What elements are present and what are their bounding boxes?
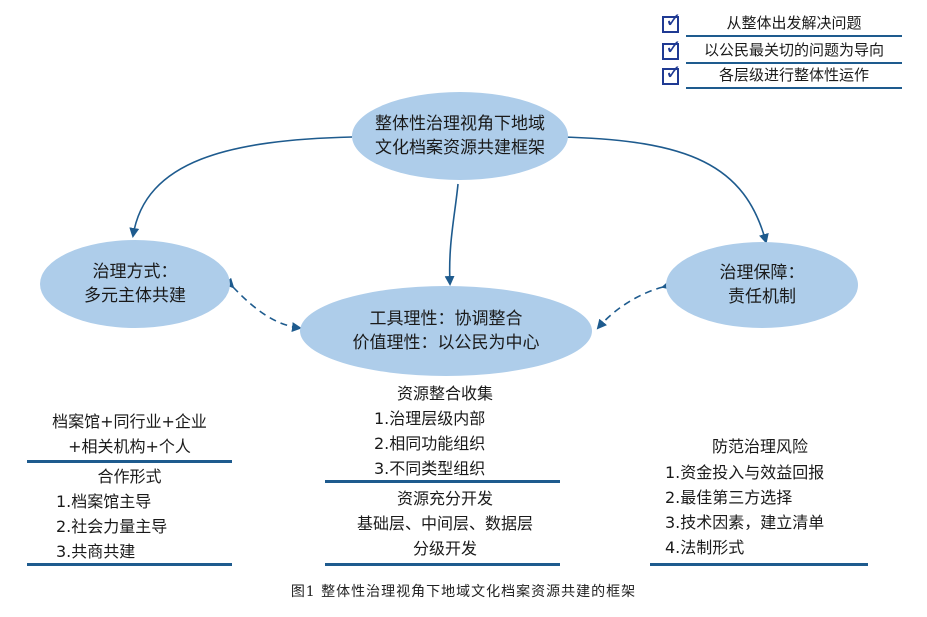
- resource-development: 资源充分开发 基础层、中间层、数据层 分级开发: [325, 486, 565, 561]
- legend-underline: [686, 35, 902, 37]
- checkbox-icon: ✓: [662, 62, 682, 85]
- divider: [27, 563, 232, 566]
- resource-development-title: 资源充分开发: [396, 489, 493, 508]
- divider: [27, 460, 232, 463]
- left-node: 治理方式： 多元主体共建: [40, 240, 230, 328]
- left-node-line1: 治理方式：: [92, 262, 178, 282]
- participants: 档案馆+同行业+企业 +相关机构+个人: [27, 409, 232, 459]
- list-item: 3.不同类型组织: [374, 459, 486, 478]
- middle-node-line2: 价值理性：以公民为中心: [352, 333, 540, 353]
- divider: [650, 563, 868, 566]
- checkbox-icon: ✓: [662, 37, 682, 60]
- legend-label: 以公民最关切的问题为导向: [703, 41, 884, 59]
- resource-development-line2: 基础层、中间层、数据层: [356, 514, 533, 533]
- middle-node: 工具理性：协调整合 价值理性：以公民为中心: [300, 286, 592, 376]
- middle-node-line1: 工具理性：协调整合: [369, 309, 523, 329]
- checkbox-icon: ✓: [662, 10, 682, 33]
- legend-label: 各层级进行整体性运作: [718, 66, 869, 84]
- center-node-line2: 文化档案资源共建框架: [375, 138, 545, 158]
- list-item: 4.法制形式: [665, 538, 745, 557]
- right-node-line1: 治理保障：: [719, 263, 805, 283]
- right-node: 治理保障： 责任机制: [666, 242, 858, 328]
- list-item: 1.档案馆主导: [56, 492, 152, 511]
- list-item: 1.资金投入与效益回报: [665, 463, 825, 482]
- center-node-line1: 整体性治理视角下地域: [375, 114, 545, 134]
- resource-integration-title: 资源整合收集: [396, 384, 493, 403]
- list-item: 3.技术因素，建立清单: [665, 513, 825, 532]
- divider: [325, 480, 560, 483]
- legend-underline: [686, 87, 902, 89]
- figure-caption: 图1 整体性治理视角下地域文化档案资源共建的框架: [290, 584, 637, 600]
- legend-item: ✓ 从整体出发解决问题: [662, 10, 902, 38]
- legend-underline: [686, 62, 902, 64]
- list-item: 3.共商共建: [56, 542, 136, 561]
- arrow-center-to-middle: [444, 183, 459, 286]
- list-item: 2.最佳第三方选择: [665, 488, 793, 507]
- cooperation-form-title: 合作形式: [97, 467, 162, 486]
- resource-development-line3: 分级开发: [412, 539, 477, 558]
- participants-line1: 档案馆+同行业+企业: [52, 412, 207, 431]
- list-item: 2.社会力量主导: [56, 517, 168, 536]
- legend-label: 从整体出发解决问题: [726, 14, 862, 32]
- list-item: 1.治理层级内部: [374, 409, 486, 428]
- legend-item: ✓ 以公民最关切的问题为导向: [662, 37, 902, 65]
- cooperation-form-list: 1.档案馆主导 2.社会力量主导 3.共商共建: [56, 489, 236, 564]
- risk-prevention-list: 1.资金投入与效益回报 2.最佳第三方选择 3.技术因素，建立清单 4.法制形式: [665, 460, 880, 560]
- arrow-center-to-right: [559, 136, 769, 244]
- dashed-arrow-left-middle: [223, 277, 302, 333]
- risk-prevention-title: 防范治理风险: [711, 437, 808, 456]
- list-item: 2.相同功能组织: [374, 434, 486, 453]
- right-node-line2: 责任机制: [728, 287, 796, 307]
- left-node-line2: 多元主体共建: [84, 286, 186, 306]
- center-node: 整体性治理视角下地域 文化档案资源共建框架: [352, 92, 568, 180]
- arrow-center-to-left: [129, 136, 353, 238]
- participants-line2: +相关机构+个人: [68, 437, 191, 456]
- resource-integration-list: 1.治理层级内部 2.相同功能组织 3.不同类型组织: [374, 406, 564, 481]
- divider: [325, 563, 560, 566]
- dashed-arrow-right-middle: [596, 280, 673, 330]
- legend-item: ✓ 各层级进行整体性运作: [662, 62, 902, 90]
